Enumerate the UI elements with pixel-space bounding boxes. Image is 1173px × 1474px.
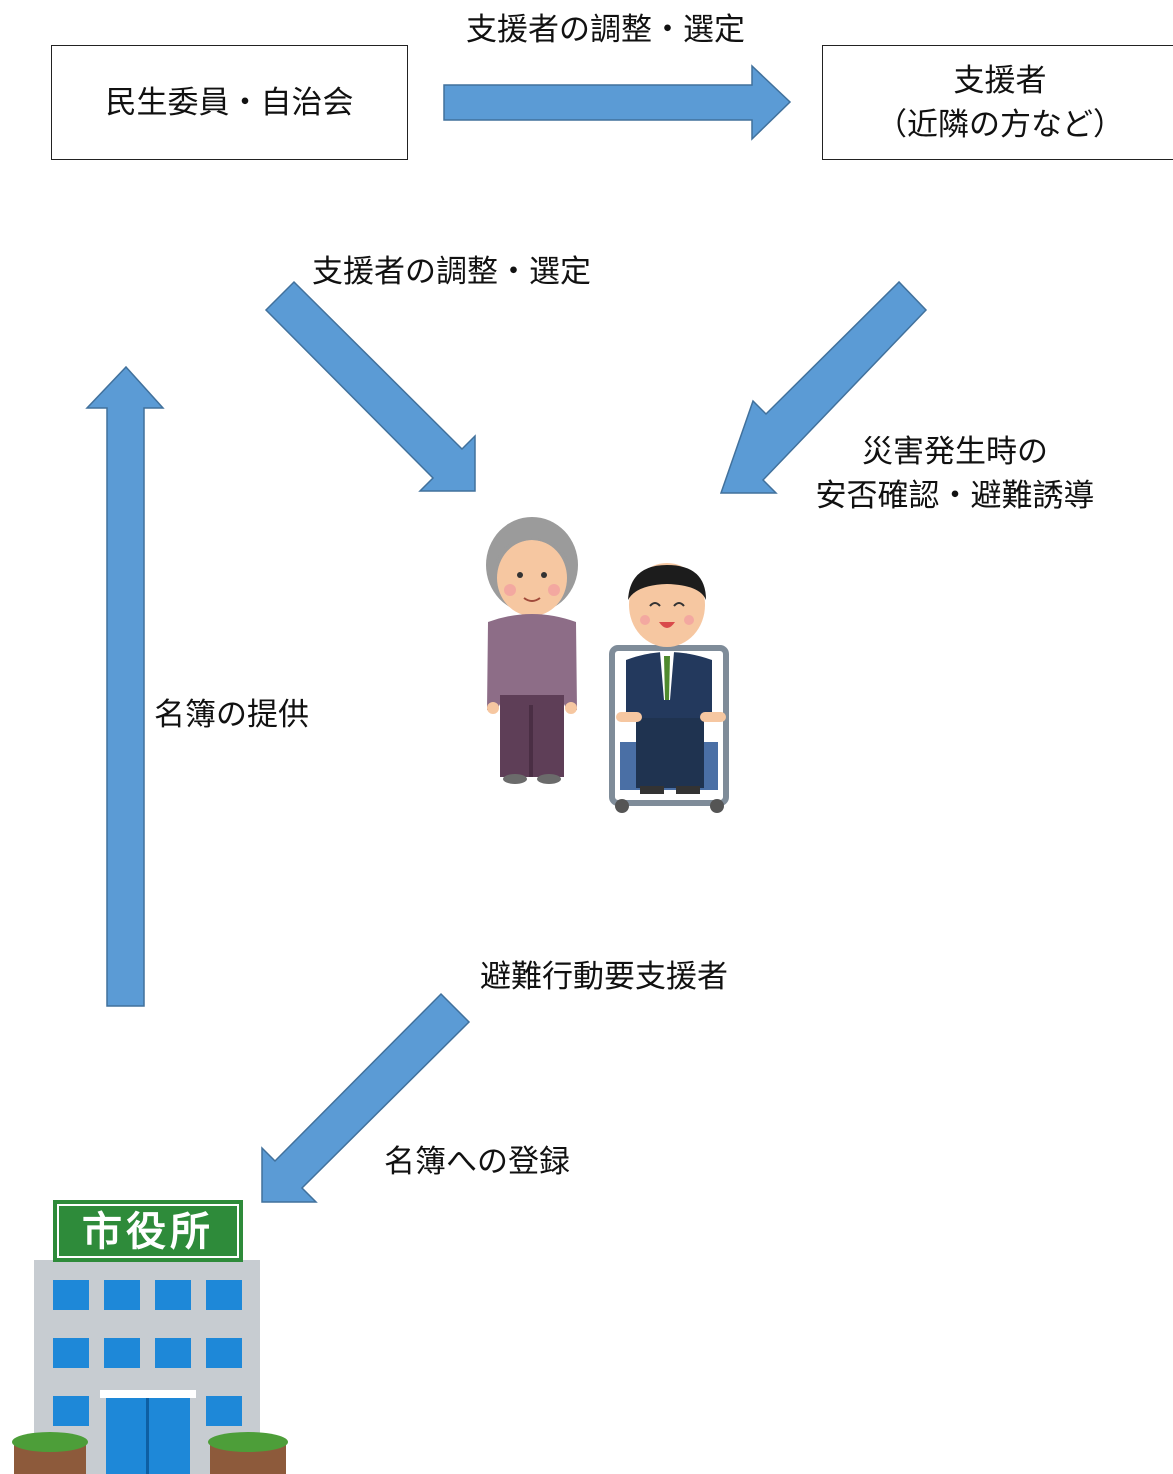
disaster-label: 災害発生時の 安否確認・避難誘導 bbox=[800, 430, 1110, 518]
arrow-right bbox=[443, 64, 792, 141]
disaster-label-line2: 安否確認・避難誘導 bbox=[815, 478, 1095, 514]
minsei-box: 民生委員・自治会 bbox=[51, 45, 408, 160]
arrow-down-right bbox=[264, 280, 476, 492]
evacuee-label: 避難行動要支援者 bbox=[480, 959, 728, 995]
arrow-down-left bbox=[719, 280, 928, 494]
mid-arrow-label: 支援者の調整・選定 bbox=[312, 254, 591, 290]
top-arrow-label: 支援者の調整・選定 bbox=[466, 12, 745, 48]
wheelchair-man-icon bbox=[609, 563, 729, 813]
supporter-box: 支援者 （近隣の方など） bbox=[822, 45, 1173, 160]
supporter-label-line2: （近隣の方など） bbox=[876, 106, 1124, 143]
city-hall-icon bbox=[12, 1200, 288, 1474]
elderly-woman-icon bbox=[486, 517, 578, 784]
list-provide-label: 名簿の提供 bbox=[154, 697, 309, 733]
minsei-label: 民生委員・自治会 bbox=[105, 84, 354, 121]
supporter-label-line1: 支援者 bbox=[953, 62, 1047, 99]
list-register-label: 名簿への登録 bbox=[384, 1144, 570, 1180]
city-hall-sign: 市役所 bbox=[82, 1209, 214, 1255]
arrow-to-cityhall bbox=[261, 992, 471, 1203]
disaster-label-line1: 災害発生時の bbox=[862, 434, 1048, 470]
arrow-up bbox=[85, 365, 165, 1007]
